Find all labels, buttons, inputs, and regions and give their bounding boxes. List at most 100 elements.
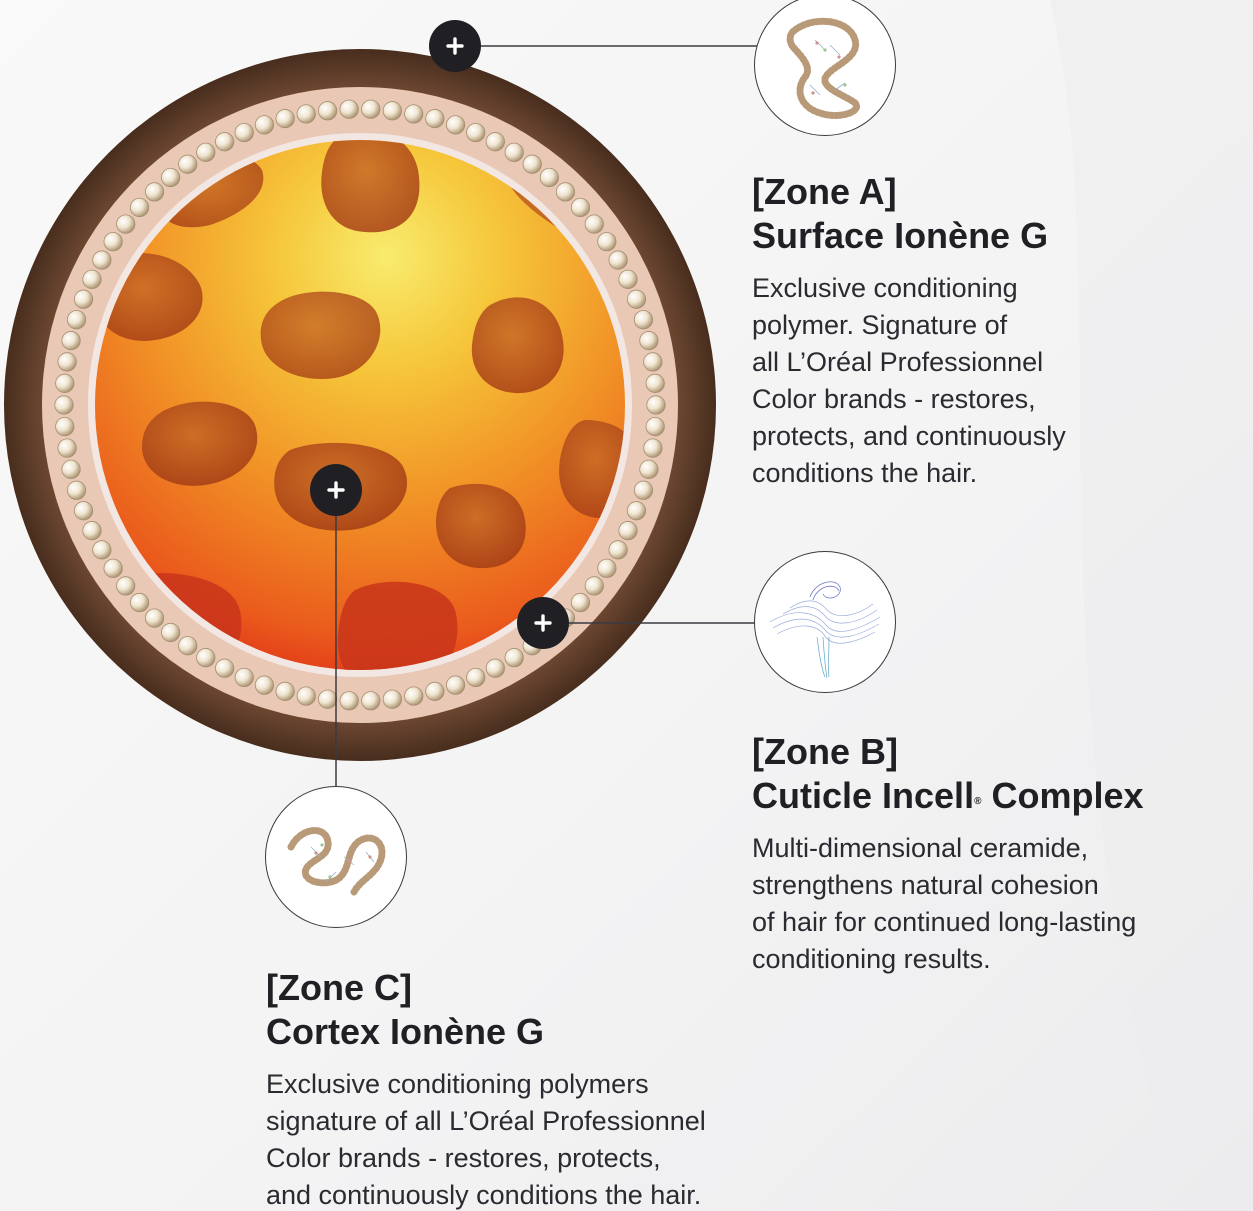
cuticle-pearl bbox=[215, 658, 235, 678]
cuticle-pearls bbox=[54, 99, 666, 711]
zone-c-description-line: Exclusive conditioning polymers bbox=[266, 1069, 649, 1099]
cuticle-pearl bbox=[129, 197, 150, 218]
cuticle-pearl bbox=[382, 101, 402, 121]
zone-c-title: [Zone C] bbox=[266, 967, 412, 1008]
zone-c-info: [Zone C] Cortex Ionène G Exclusive condi… bbox=[266, 966, 706, 1211]
cuticle-pearl bbox=[161, 622, 181, 643]
cuticle-pearl bbox=[296, 104, 316, 124]
zone-a-description-line: conditions the hair. bbox=[752, 458, 978, 488]
cuticle-pearl bbox=[82, 269, 102, 289]
zone-a-description-line: polymer. Signature of bbox=[752, 310, 1008, 340]
cuticle-pearl bbox=[196, 648, 216, 668]
cuticle-pearl bbox=[161, 167, 181, 188]
cuticle-pearl bbox=[234, 122, 254, 143]
registered-mark: ® bbox=[974, 796, 982, 807]
cuticle-pearl bbox=[275, 109, 295, 129]
cortex-cell bbox=[471, 297, 564, 394]
cuticle-pearl bbox=[275, 681, 295, 701]
zone-a-hotspot-button[interactable] bbox=[429, 20, 481, 72]
cuticle-pearl bbox=[296, 686, 316, 706]
cuticle-pearl bbox=[570, 592, 591, 613]
ceramide-mesh-icon bbox=[769, 581, 881, 679]
cuticle-pearl bbox=[254, 115, 275, 135]
cuticle-pearl bbox=[215, 132, 235, 152]
cuticle-pearl bbox=[66, 310, 87, 330]
zone-b-description-line: strengthens natural cohesion bbox=[752, 870, 1099, 900]
cuticle-pearl bbox=[539, 167, 559, 188]
zone-a-description-line: Exclusive conditioning bbox=[752, 273, 1018, 303]
cuticle-pearl bbox=[61, 459, 81, 479]
cuticle-pearl bbox=[382, 689, 402, 709]
cuticle-pearl bbox=[116, 214, 136, 234]
cuticle-pearl bbox=[639, 331, 659, 351]
cuticle-pearl bbox=[57, 352, 77, 372]
polymer-coil-icon bbox=[786, 17, 861, 120]
zone-b-description-line: of hair for continued long-lasting bbox=[752, 907, 1137, 937]
background-swoosh bbox=[1050, 0, 1253, 1211]
cortex-cell bbox=[435, 483, 526, 569]
zone-b-name: Cuticle Incell® Complex bbox=[752, 774, 1144, 818]
cuticle-pearl bbox=[645, 373, 665, 393]
zone-c-description-line: and continuously conditions the hair. bbox=[266, 1180, 702, 1210]
cuticle-pearl bbox=[196, 142, 216, 162]
plus-icon bbox=[534, 614, 552, 632]
cuticle-pearl bbox=[178, 636, 198, 656]
cuticle-pearl bbox=[103, 232, 123, 252]
cuticle-pearl bbox=[584, 214, 604, 234]
cuticle-pearl bbox=[646, 395, 666, 415]
zone-a-title: [Zone A] bbox=[752, 171, 897, 212]
cuticle-pearl bbox=[608, 540, 628, 560]
plus-icon bbox=[446, 37, 464, 55]
cuticle-pearl bbox=[618, 521, 638, 541]
cuticle-pearl bbox=[633, 480, 654, 500]
cuticle-pearl bbox=[485, 658, 505, 678]
zone-a-description-line: Color brands - restores, bbox=[752, 384, 1036, 414]
cuticle-pearl bbox=[129, 592, 150, 613]
cuticle-pearl bbox=[466, 122, 486, 143]
zone-b-name-text: Cuticle Incell bbox=[752, 775, 975, 816]
cuticle-pearl bbox=[643, 352, 663, 372]
zone-b-description-line: Multi-dimensional ceramide, bbox=[752, 833, 1089, 863]
cuticle-pearl bbox=[55, 373, 75, 393]
zone-c-description-line: Color brands - restores, protects, bbox=[266, 1143, 661, 1173]
cuticle-pearl bbox=[597, 232, 617, 252]
zone-a-info: [Zone A] Surface Ionène G Exclusive cond… bbox=[752, 170, 1066, 492]
cuticle-pearl bbox=[639, 459, 659, 479]
zone-b-title: [Zone B] bbox=[752, 731, 898, 772]
cuticle-pearl bbox=[466, 667, 486, 688]
cuticle-pearl bbox=[55, 417, 75, 437]
cuticle-pearl bbox=[626, 289, 647, 309]
zone-c-polymer-thumbnail bbox=[265, 786, 407, 928]
polymer-coil-icon bbox=[287, 827, 386, 896]
zone-a-polymer-thumbnail bbox=[754, 0, 896, 136]
zone-a-name: Surface Ionène G bbox=[752, 215, 1049, 256]
cortex-cell bbox=[260, 291, 381, 379]
cuticle-pearl bbox=[618, 269, 638, 289]
cuticle-pearl bbox=[608, 250, 628, 270]
cuticle-pearl bbox=[645, 417, 665, 437]
zone-b-info: [Zone B] Cuticle Incell® Complex Multi-d… bbox=[752, 730, 1144, 978]
cuticle-pearl bbox=[425, 681, 445, 701]
zone-b-description: Multi-dimensional ceramide, strengthens … bbox=[752, 830, 1144, 978]
cuticle-pearl bbox=[254, 675, 275, 695]
zone-a-description-line: protects, and continuously bbox=[752, 421, 1066, 451]
cuticle-pearl bbox=[445, 115, 466, 135]
cuticle-pearl bbox=[361, 99, 381, 119]
zone-b-hotspot-button[interactable] bbox=[517, 597, 569, 649]
zone-a-description: Exclusive conditioning polymer. Signatur… bbox=[752, 270, 1066, 492]
zone-c-description-line: signature of all L’Oréal Professionnel bbox=[266, 1106, 706, 1136]
cuticle-pearl bbox=[584, 576, 604, 596]
cortex-cell bbox=[321, 140, 420, 233]
cuticle-pearl bbox=[116, 576, 136, 596]
cuticle-pearl bbox=[73, 289, 94, 309]
zone-b-ceramide-thumbnail bbox=[754, 551, 896, 693]
zone-c-hotspot-button[interactable] bbox=[310, 464, 362, 516]
cortex-cell bbox=[142, 401, 258, 486]
cuticle-pearl bbox=[318, 101, 338, 121]
cuticle-pearl bbox=[504, 648, 524, 668]
cuticle-pearl bbox=[339, 691, 359, 711]
cuticle-pearl bbox=[178, 154, 198, 174]
cuticle-pearl bbox=[504, 142, 524, 162]
cuticle-pearl bbox=[361, 691, 381, 711]
